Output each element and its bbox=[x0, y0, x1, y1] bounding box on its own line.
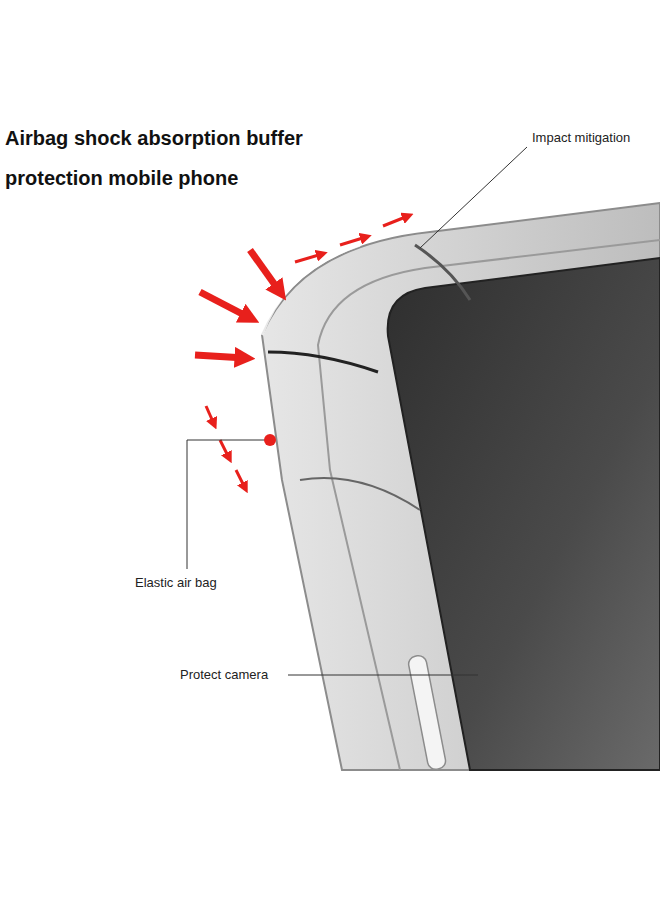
dispersal-arrow bbox=[220, 440, 229, 458]
airbag-line bbox=[415, 245, 470, 300]
leader-line bbox=[187, 440, 268, 569]
case-rim bbox=[318, 240, 660, 770]
leader-line bbox=[420, 147, 527, 248]
dispersal-arrow bbox=[383, 216, 408, 226]
title-text: Airbag shock absorption buffer protectio… bbox=[5, 118, 375, 198]
airbag-line bbox=[300, 478, 420, 510]
leader-line bbox=[288, 675, 478, 676]
dispersal-arrow bbox=[236, 470, 245, 488]
airbag-line bbox=[268, 352, 378, 372]
case-bumper bbox=[262, 203, 660, 770]
impact-arrow bbox=[200, 292, 250, 318]
impact-arrow bbox=[195, 355, 245, 358]
dispersal-arrow bbox=[340, 237, 366, 245]
impact-arrow bbox=[250, 250, 280, 292]
dispersal-arrow bbox=[295, 254, 322, 262]
callout-label: Impact mitigation bbox=[532, 130, 630, 146]
camera-button bbox=[407, 654, 447, 770]
callout-label: Elastic air bag bbox=[135, 575, 217, 591]
phone-body bbox=[388, 258, 660, 770]
callout-label: Protect camera bbox=[180, 667, 268, 683]
dispersal-arrow bbox=[206, 406, 214, 424]
airbag-dot bbox=[264, 434, 276, 446]
